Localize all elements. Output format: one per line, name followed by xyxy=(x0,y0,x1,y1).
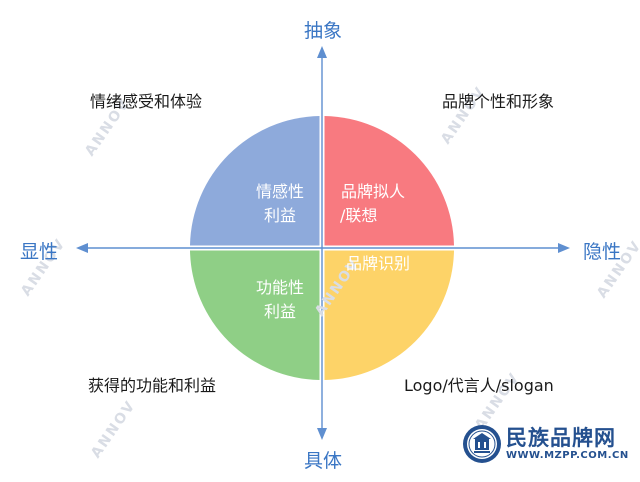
brand-seal-icon xyxy=(463,425,501,463)
axis-label-left: 显性 xyxy=(20,241,59,263)
axis-label-top: 抽象 xyxy=(304,20,343,42)
arrow-left-icon xyxy=(76,243,88,253)
quadrant-label-line: 情感性 xyxy=(255,182,304,201)
corner-label-top-left: 情绪感受和体验 xyxy=(90,92,203,111)
arrow-down-icon xyxy=(317,428,327,440)
corner-label-top-right: 品牌个性和形象 xyxy=(442,92,555,111)
brand-url: WWW.MZPP.COM.CN xyxy=(506,450,629,461)
quadrant-bottom-right xyxy=(324,250,454,380)
quadrant-label-line: 品牌拟人 xyxy=(340,182,405,201)
quadrant-label-line: /联想 xyxy=(340,206,378,225)
quadrant-label-line: 品牌识别 xyxy=(345,254,410,273)
corner-label-bottom-left: 获得的功能和利益 xyxy=(88,376,217,395)
quadrant-label-line: 利益 xyxy=(263,302,296,321)
quadrant-label-top-right: 品牌拟人 /联想 xyxy=(340,180,406,228)
arrow-right-icon xyxy=(558,243,570,253)
arrow-up-icon xyxy=(317,46,327,58)
quadrant-label-line: 利益 xyxy=(263,206,296,225)
quadrant-bottom-left xyxy=(190,250,320,380)
quadrant-top-right xyxy=(324,116,454,246)
axis-label-right: 隐性 xyxy=(583,241,622,263)
quadrant-top-left xyxy=(190,116,320,246)
quadrant-label-line: 功能性 xyxy=(255,278,304,297)
corner-label-bottom-right: Logo/代言人/slogan xyxy=(404,376,554,395)
quadrant-label-bottom-left: 功能性 利益 xyxy=(252,276,308,324)
quadrant-label-bottom-right: 品牌识别 xyxy=(340,252,416,276)
brand-logo: 民族品牌网 WWW.MZPP.COM.CN xyxy=(462,424,629,464)
axis-label-bottom: 具体 xyxy=(304,450,343,472)
brand-name: 民族品牌网 xyxy=(506,426,616,450)
quadrant-label-top-left: 情感性 利益 xyxy=(252,180,308,228)
